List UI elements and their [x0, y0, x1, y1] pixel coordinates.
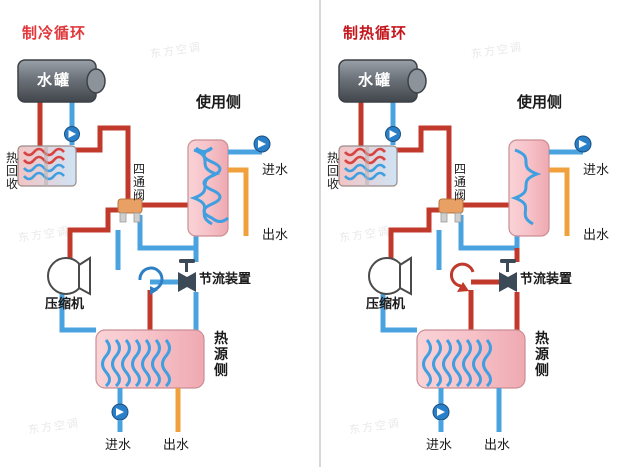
- compressor-label: 压缩机: [366, 296, 406, 311]
- water-in-label-use-side: 进水: [262, 162, 289, 177]
- water-tank-label: 水罐: [358, 72, 393, 89]
- water-out-label-use-side: 出水: [583, 227, 610, 242]
- water-in-label-use-side: 进水: [583, 162, 610, 177]
- four-way-valve-label: 四通阀: [133, 162, 146, 202]
- heat-source-side-label: 热源侧: [535, 330, 549, 378]
- water-out-label-bottom: 出水: [163, 437, 190, 452]
- heating-cycle-panel: 制热循环: [321, 0, 640, 467]
- cooling-cycle-panel: 制冷循环: [0, 0, 319, 467]
- cooling-cycle-schematic: [17, 59, 271, 432]
- cooling-cycle-title: 制冷循环: [22, 25, 87, 42]
- water-in-label-bottom: 进水: [426, 437, 453, 452]
- water-in-label-bottom: 进水: [105, 437, 132, 452]
- use-side-label: 使用侧: [517, 94, 563, 111]
- heating-cycle-title: 制热循环: [343, 25, 408, 42]
- compressor-label: 压缩机: [45, 296, 85, 311]
- heat-recovery-label: 热回收: [6, 151, 19, 191]
- heating-cycle-schematic: [338, 59, 592, 432]
- heat-source-side-label: 热源侧: [214, 330, 228, 378]
- panel-divider: [319, 0, 321, 467]
- four-way-valve-label: 四通阀: [454, 162, 467, 202]
- throttle-device-label: 节流装置: [199, 271, 252, 286]
- throttle-device-label: 节流装置: [520, 271, 573, 286]
- heat-recovery-label: 热回收: [327, 151, 340, 191]
- water-tank-label: 水罐: [37, 72, 72, 89]
- water-out-label-bottom: 出水: [484, 437, 511, 452]
- water-out-label-use-side: 出水: [262, 227, 289, 242]
- use-side-label: 使用侧: [196, 94, 242, 111]
